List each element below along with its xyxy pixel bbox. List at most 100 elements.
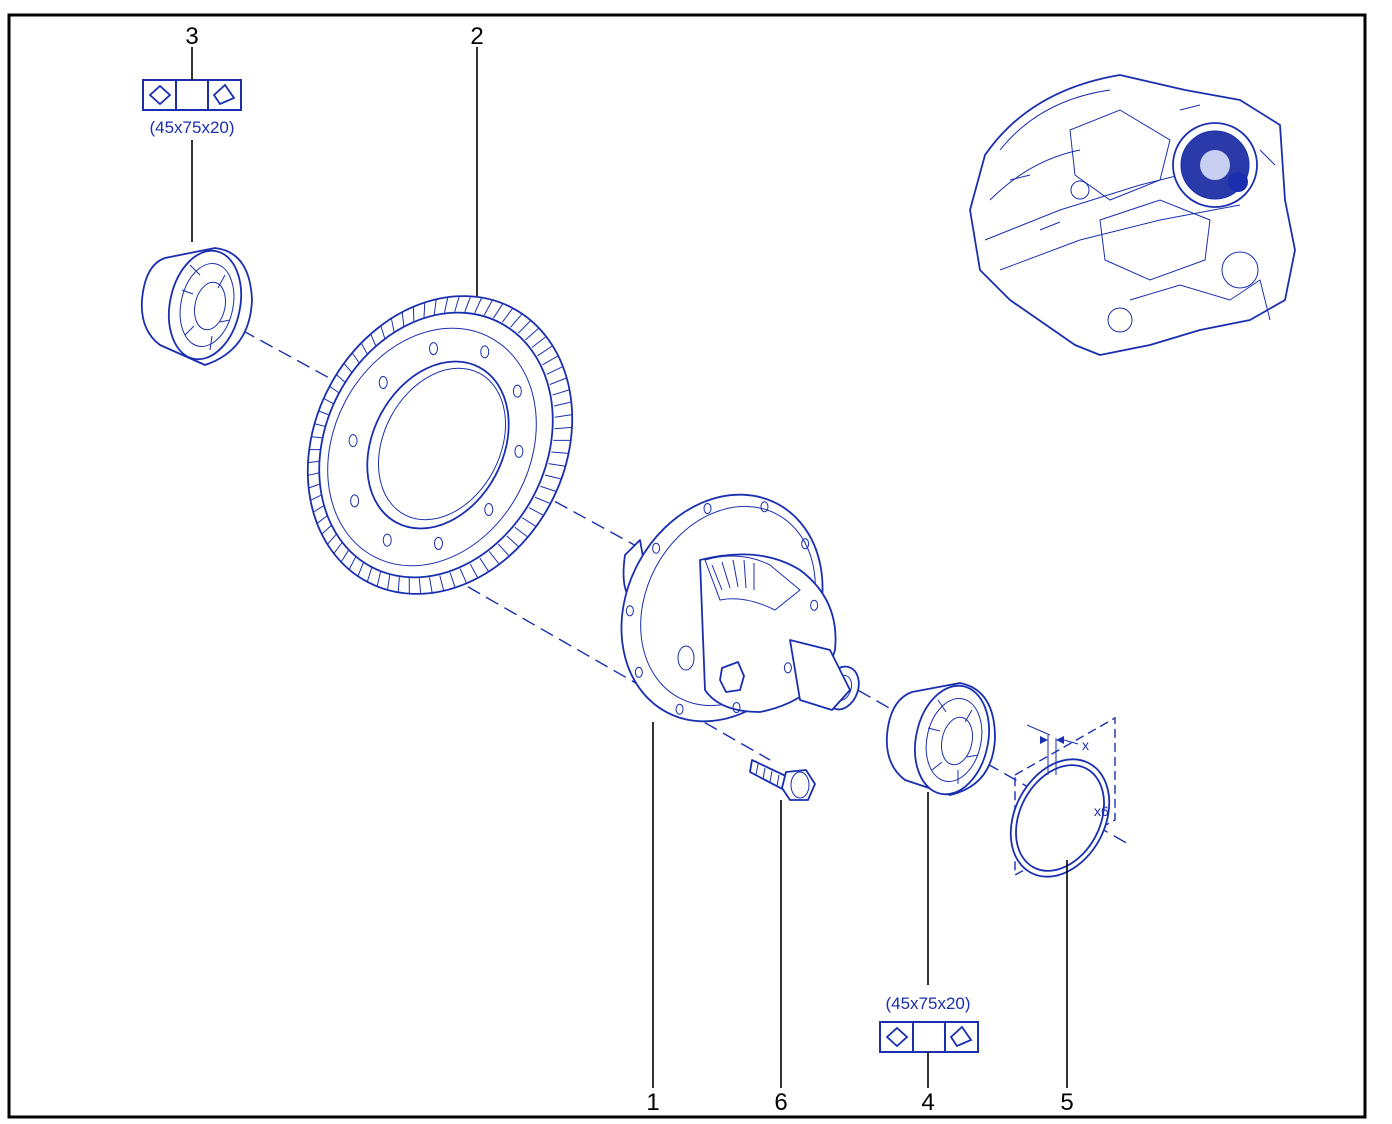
gear-tooth: [351, 352, 360, 364]
gear-tooth: [528, 507, 544, 516]
tapered-bearing-symbol-icon: [148, 84, 172, 106]
gear-tooth: [549, 377, 567, 385]
bearing-left: [140, 247, 253, 366]
gear-tooth: [311, 436, 323, 439]
gear-tooth: [531, 336, 547, 348]
gear-tooth: [323, 398, 334, 405]
gear-tooth: [380, 325, 386, 339]
tapered-bearing-symbol-icon: [885, 1026, 909, 1048]
gear-tooth: [313, 505, 325, 513]
case-flange-hole: [634, 666, 643, 678]
gear-tooth: [542, 355, 559, 366]
gear-tooth: [343, 363, 353, 373]
gear-bolt-hole: [480, 345, 490, 359]
gear-tooth: [310, 494, 322, 501]
gear-tooth: [517, 320, 532, 334]
ring-gear: [306, 295, 574, 595]
gear-tooth: [439, 575, 445, 591]
gear-bolt-hole: [433, 536, 443, 550]
gear-bolt-hole: [429, 342, 439, 356]
gear-tooth: [554, 426, 573, 430]
gear-tooth: [327, 533, 337, 545]
gear-tooth: [551, 451, 569, 454]
gear-tooth: [397, 577, 400, 593]
gear-tooth: [459, 568, 468, 584]
gear-tooth: [479, 557, 490, 572]
gear-tooth: [366, 567, 373, 583]
gear-tooth: [348, 556, 357, 570]
bearing-symbol-bottom: [879, 1021, 979, 1053]
gear-tooth: [493, 303, 504, 319]
callout-1: 1: [646, 1089, 659, 1116]
gear-tooth: [521, 517, 537, 527]
bearing-spec-top: (45x75x20): [149, 118, 234, 137]
gear-tooth: [537, 345, 553, 357]
gear-tooth: [433, 299, 437, 315]
ring-dimension-label: x: [1082, 737, 1089, 753]
gear-tooth: [544, 474, 562, 480]
gear-tooth: [444, 297, 449, 313]
callout-2: 2: [470, 23, 483, 50]
case-flange-hole: [625, 605, 634, 617]
case-flange-hole: [652, 542, 661, 554]
case-flange-hole: [675, 703, 684, 715]
gear-tooth: [423, 302, 426, 318]
gear-bolt-hole: [378, 375, 388, 389]
gear-tooth: [428, 577, 433, 593]
bearing-spec-bottom: (45x75x20): [885, 994, 970, 1013]
gear-tooth: [387, 574, 391, 591]
gear-tooth: [525, 327, 540, 341]
gear-tooth: [336, 374, 346, 383]
gear-tooth: [307, 460, 320, 464]
case-flange-hole: [760, 501, 769, 513]
gear-tooth: [360, 342, 368, 355]
gear-tooth: [418, 578, 422, 594]
gear-tooth: [552, 389, 570, 396]
gear-tooth: [464, 296, 472, 313]
gear-tooth: [401, 312, 405, 327]
gear-tooth: [514, 526, 529, 538]
gear-tooth: [333, 542, 343, 554]
gear-tooth: [469, 563, 479, 579]
ring-gear-bolt: [749, 759, 816, 801]
gear-bolt-hole: [514, 444, 524, 458]
gear-tooth: [534, 496, 551, 505]
gear-bolt-hole: [382, 533, 392, 547]
gear-tooth: [321, 524, 332, 535]
gear-tooth: [314, 423, 326, 427]
differential-case: [620, 493, 860, 723]
gear-tooth: [357, 562, 364, 577]
shim-ring: [1009, 716, 1116, 878]
gear-tooth: [370, 333, 377, 347]
gear-tooth: [449, 572, 456, 588]
callout-4: 4: [921, 1089, 934, 1116]
gear-tooth: [501, 307, 514, 323]
gear-tooth: [488, 551, 500, 565]
gear-tooth: [307, 472, 320, 476]
gear-bolt-hole: [512, 384, 522, 398]
callout-6: 6: [774, 1089, 787, 1116]
gear-bolt-hole: [350, 494, 360, 508]
gear-tooth: [316, 515, 328, 524]
gear-tooth: [540, 485, 557, 493]
gear-tooth: [510, 313, 523, 328]
gear-tooth: [553, 401, 572, 407]
gear-tooth: [483, 299, 493, 316]
case-flange-hole: [801, 538, 810, 550]
case-flange-hole: [732, 701, 741, 713]
bearing-right: [885, 682, 996, 796]
callout-5: 5: [1060, 1089, 1073, 1116]
bearing-symbol-top: [142, 79, 242, 111]
case-flange-hole: [810, 599, 819, 611]
gear-tooth: [548, 463, 566, 467]
callout-3: 3: [185, 23, 198, 50]
gear-tooth: [318, 410, 330, 416]
case-flange-hole: [703, 503, 712, 515]
gear-tooth: [376, 571, 382, 587]
gear-bolt-hole: [484, 503, 494, 517]
gear-tooth: [454, 296, 460, 312]
case-flange-hole: [783, 662, 792, 674]
tapered-bearing-symbol-icon: [212, 83, 236, 106]
tapered-bearing-symbol-icon: [949, 1025, 973, 1048]
gear-tooth: [506, 535, 520, 548]
